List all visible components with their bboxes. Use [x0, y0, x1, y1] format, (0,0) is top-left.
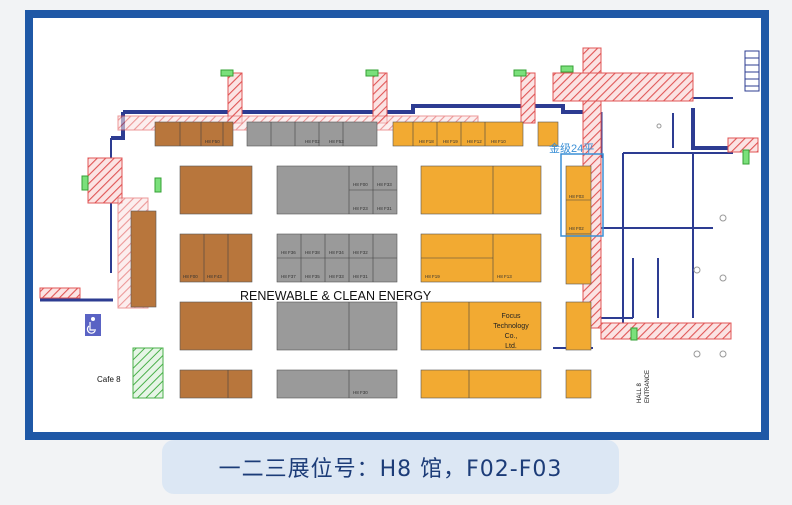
gold-booth-label: 金级24平 [549, 141, 594, 155]
booth-code: H8 F30 [353, 390, 368, 395]
svg-text:HALL 8: HALL 8 [637, 383, 643, 403]
booth-code: H8 F43 [207, 274, 222, 279]
booth-caption-text: 一二三展位号：H8 馆，F02-F03 [218, 457, 563, 482]
wheelchair-icon [85, 314, 101, 336]
booth-f03-label: H8 F03 [569, 194, 584, 199]
booth-code: H8 F36 [281, 250, 296, 255]
booth-f02-label: H8 F02 [569, 226, 584, 231]
booth-code: H8 F50 [205, 139, 220, 144]
booth-code: H8 F19 [425, 274, 440, 279]
focus-company-label: Focus Technology Co., Ltd. [493, 313, 529, 350]
floor-plan: H8 F50 H8 F02 H8 F53 H8 F18 H8 F19 H8 F1… [39, 47, 760, 403]
booth-code: H8 F10 [491, 139, 506, 144]
booth-caption: 一二三展位号：H8 馆，F02-F03 [162, 440, 619, 494]
booth-code: H8 F02 [305, 139, 320, 144]
booth-code: H8 F32 [353, 250, 368, 255]
highlight-box [560, 153, 604, 237]
top-booth-row [154, 121, 559, 147]
svg-text:ENTRANCE: ENTRANCE [645, 370, 651, 403]
booth-code: H8 F33 [329, 274, 344, 279]
booth-code: H8 F38 [305, 250, 320, 255]
booth-code: H8 F19 [443, 139, 458, 144]
booth-code: H8 F00 [183, 274, 198, 279]
booth-code: H8 F35 [305, 274, 320, 279]
booth-code: H8 F34 [329, 250, 344, 255]
booth-code: H8 F12 [467, 139, 482, 144]
svg-text:Focus: Focus [501, 313, 521, 320]
svg-text:Co.,: Co., [505, 333, 518, 340]
booth-code: H8 F33 [377, 182, 392, 187]
booth-code: H8 F31 [377, 206, 392, 211]
pillar-markers [656, 123, 727, 358]
booth-grid [130, 165, 592, 399]
stair-icon [744, 50, 760, 92]
zone-label: RENEWABLE & CLEAN ENERGY [240, 289, 432, 303]
booth-code: H8 F00 [353, 182, 368, 187]
booth-code: H8 F53 [329, 139, 344, 144]
booth-code: H8 F18 [419, 139, 434, 144]
booth-dividers [179, 122, 591, 398]
booth-code-labels: H8 F50 H8 F02 H8 F53 H8 F18 H8 F19 H8 F1… [183, 139, 584, 395]
booth-code: H8 F13 [497, 274, 512, 279]
hall-entrance-label: HALL 8 ENTRANCE [637, 370, 651, 403]
svg-text:Technology: Technology [493, 323, 529, 330]
booth-code: H8 F23 [353, 206, 368, 211]
booth-code: H8 F37 [281, 274, 296, 279]
svg-text:Ltd.: Ltd. [505, 343, 517, 350]
booth-code: H8 F31 [353, 274, 368, 279]
floor-map-frame: H8 F50 H8 F02 H8 F53 H8 F18 H8 F19 H8 F1… [25, 10, 769, 440]
cafe-label: Cafe 8 [97, 375, 121, 384]
